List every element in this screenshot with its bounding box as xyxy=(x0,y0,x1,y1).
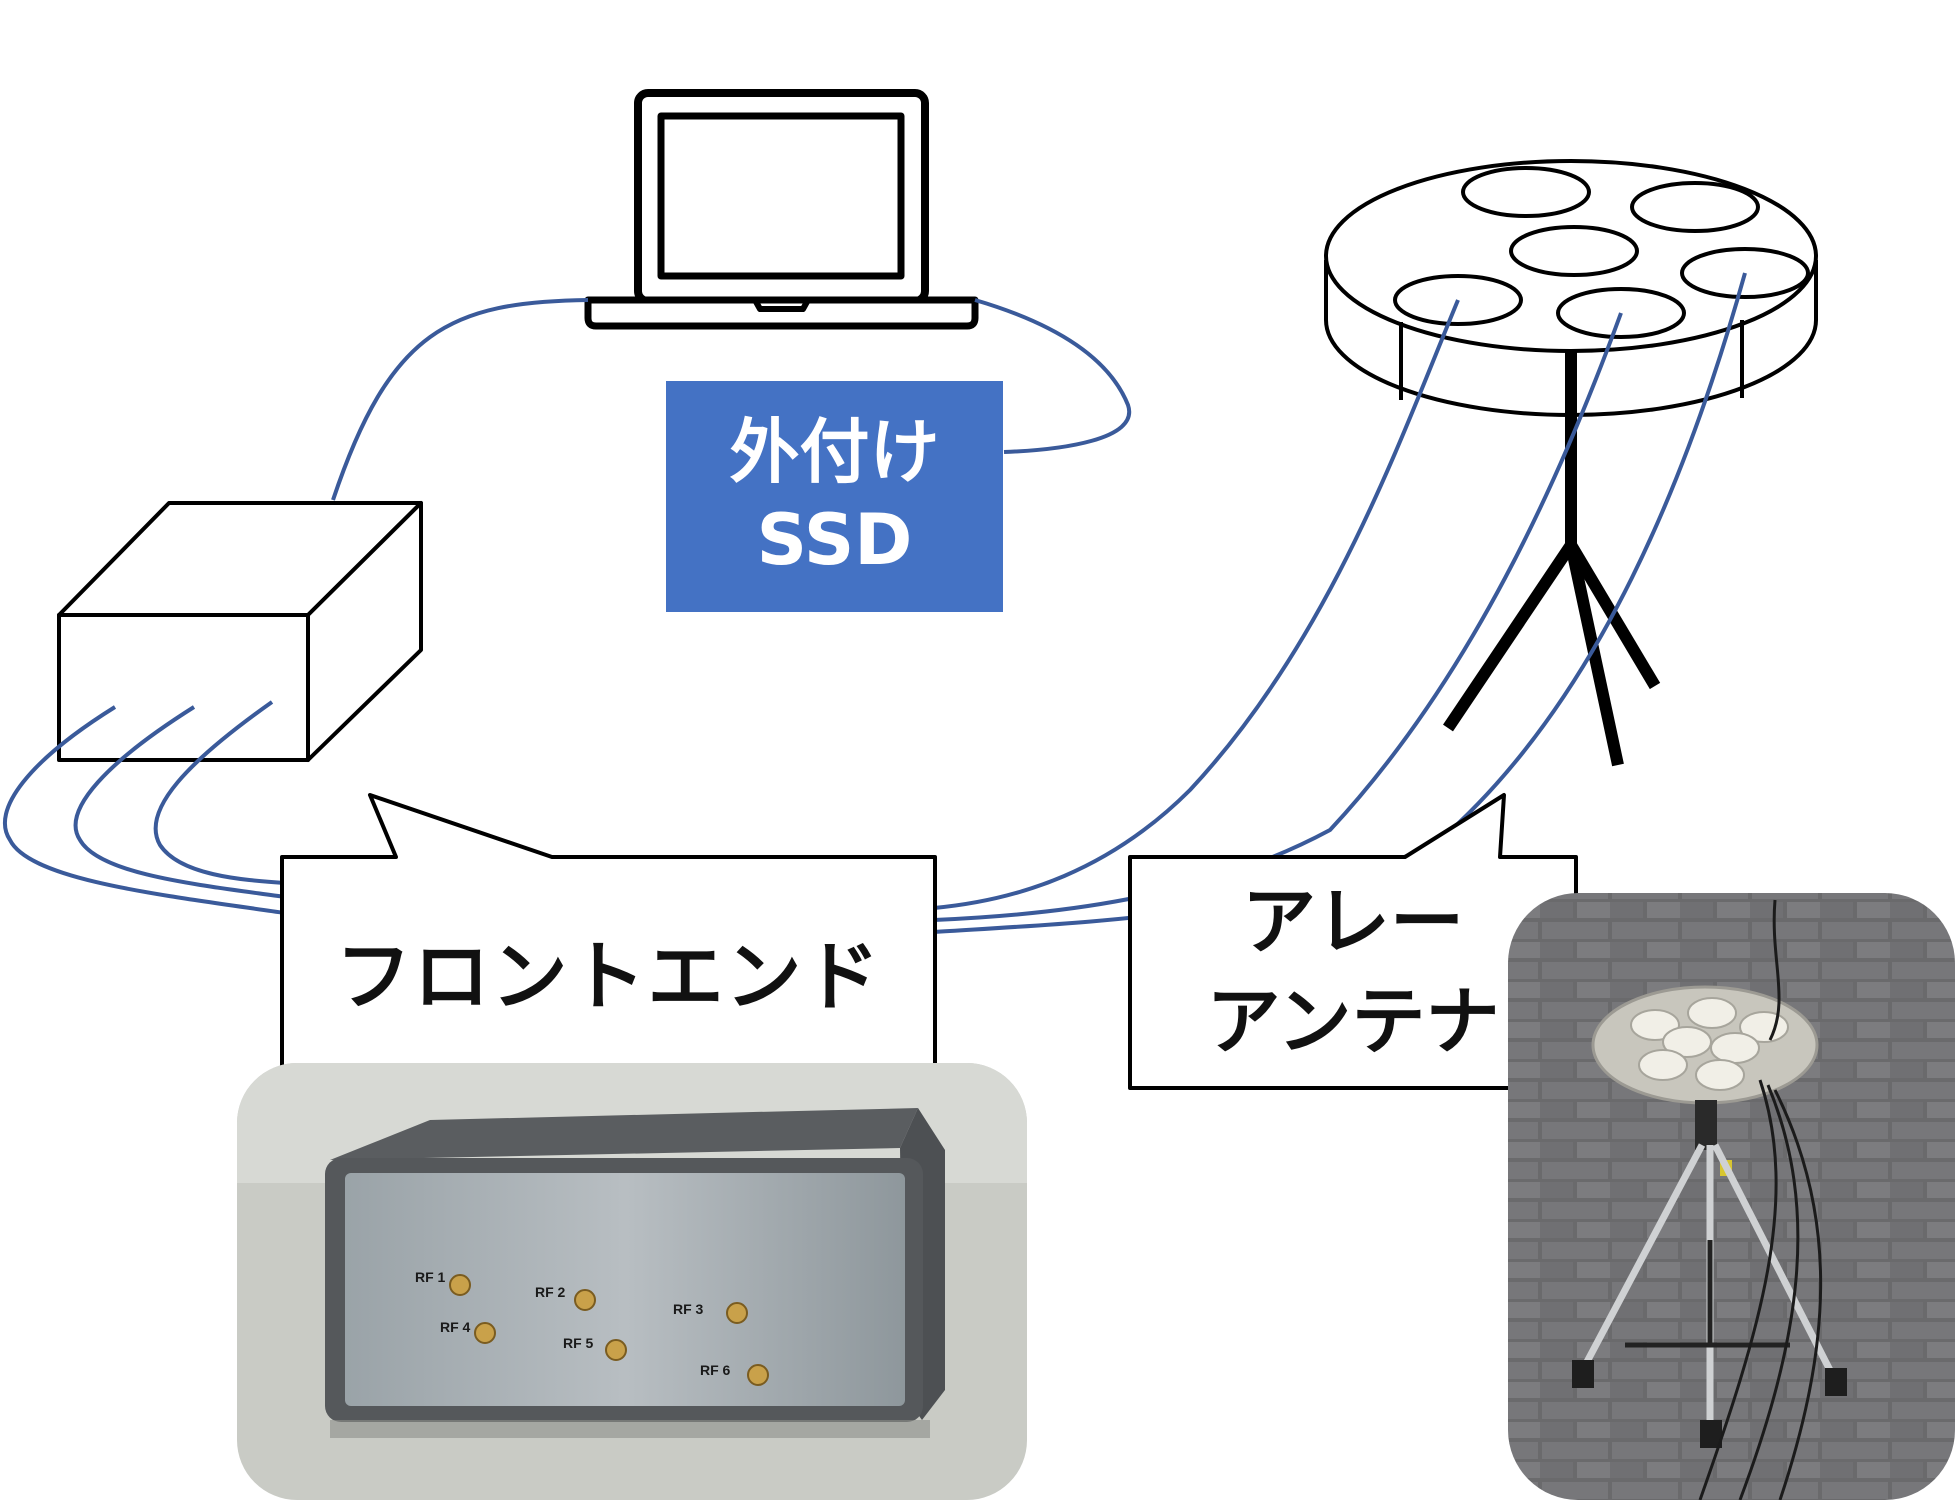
cable-antenna-2 xyxy=(933,312,1623,922)
rf1-connector-icon xyxy=(449,1274,471,1296)
cable-box-3 xyxy=(153,700,286,885)
antenna-callout xyxy=(1128,793,1578,1090)
ssd-label-line2: SSD xyxy=(756,498,913,581)
frontend-box-icon xyxy=(57,501,423,762)
cable-box-1 xyxy=(3,705,286,915)
ssd-label-line1: 外付け xyxy=(729,411,940,493)
rf5-label: RF 5 xyxy=(563,1335,594,1351)
antenna-photo xyxy=(1508,893,1955,1500)
rf2-label: RF 2 xyxy=(535,1284,566,1300)
antenna-label-line1: アレー xyxy=(1242,878,1464,965)
rf6-connector-icon xyxy=(747,1364,769,1386)
rf6-label: RF 6 xyxy=(700,1362,731,1378)
frontend-photo: RF 1 RF 2 RF 3 RF 4 RF 5 RF 6 xyxy=(237,1063,1027,1500)
rf5-connector-icon xyxy=(605,1339,627,1361)
cable-box-2 xyxy=(73,705,286,899)
rf4-label: RF 4 xyxy=(440,1319,471,1335)
rf3-label: RF 3 xyxy=(673,1301,704,1317)
antenna-callout-label: アレー アンテナ xyxy=(1130,857,1576,1088)
external-ssd-box: 外付け SSD xyxy=(666,381,1003,612)
rf2-connector-icon xyxy=(574,1289,596,1311)
frontend-label: フロントエンド xyxy=(335,931,882,1021)
array-antenna-icon xyxy=(1324,159,1818,767)
rf4-connector-icon xyxy=(474,1322,496,1344)
cable-laptop-to-ssd xyxy=(974,298,1132,454)
frontend-callout-label: フロントエンド xyxy=(282,857,935,1082)
laptop-icon xyxy=(584,89,979,330)
cable-antenna-1 xyxy=(933,299,1460,910)
rf1-label: RF 1 xyxy=(415,1269,446,1285)
rf3-connector-icon xyxy=(726,1302,748,1324)
cable-laptop-to-frontend xyxy=(331,298,589,501)
antenna-label-line2: アンテナ xyxy=(1206,978,1500,1065)
